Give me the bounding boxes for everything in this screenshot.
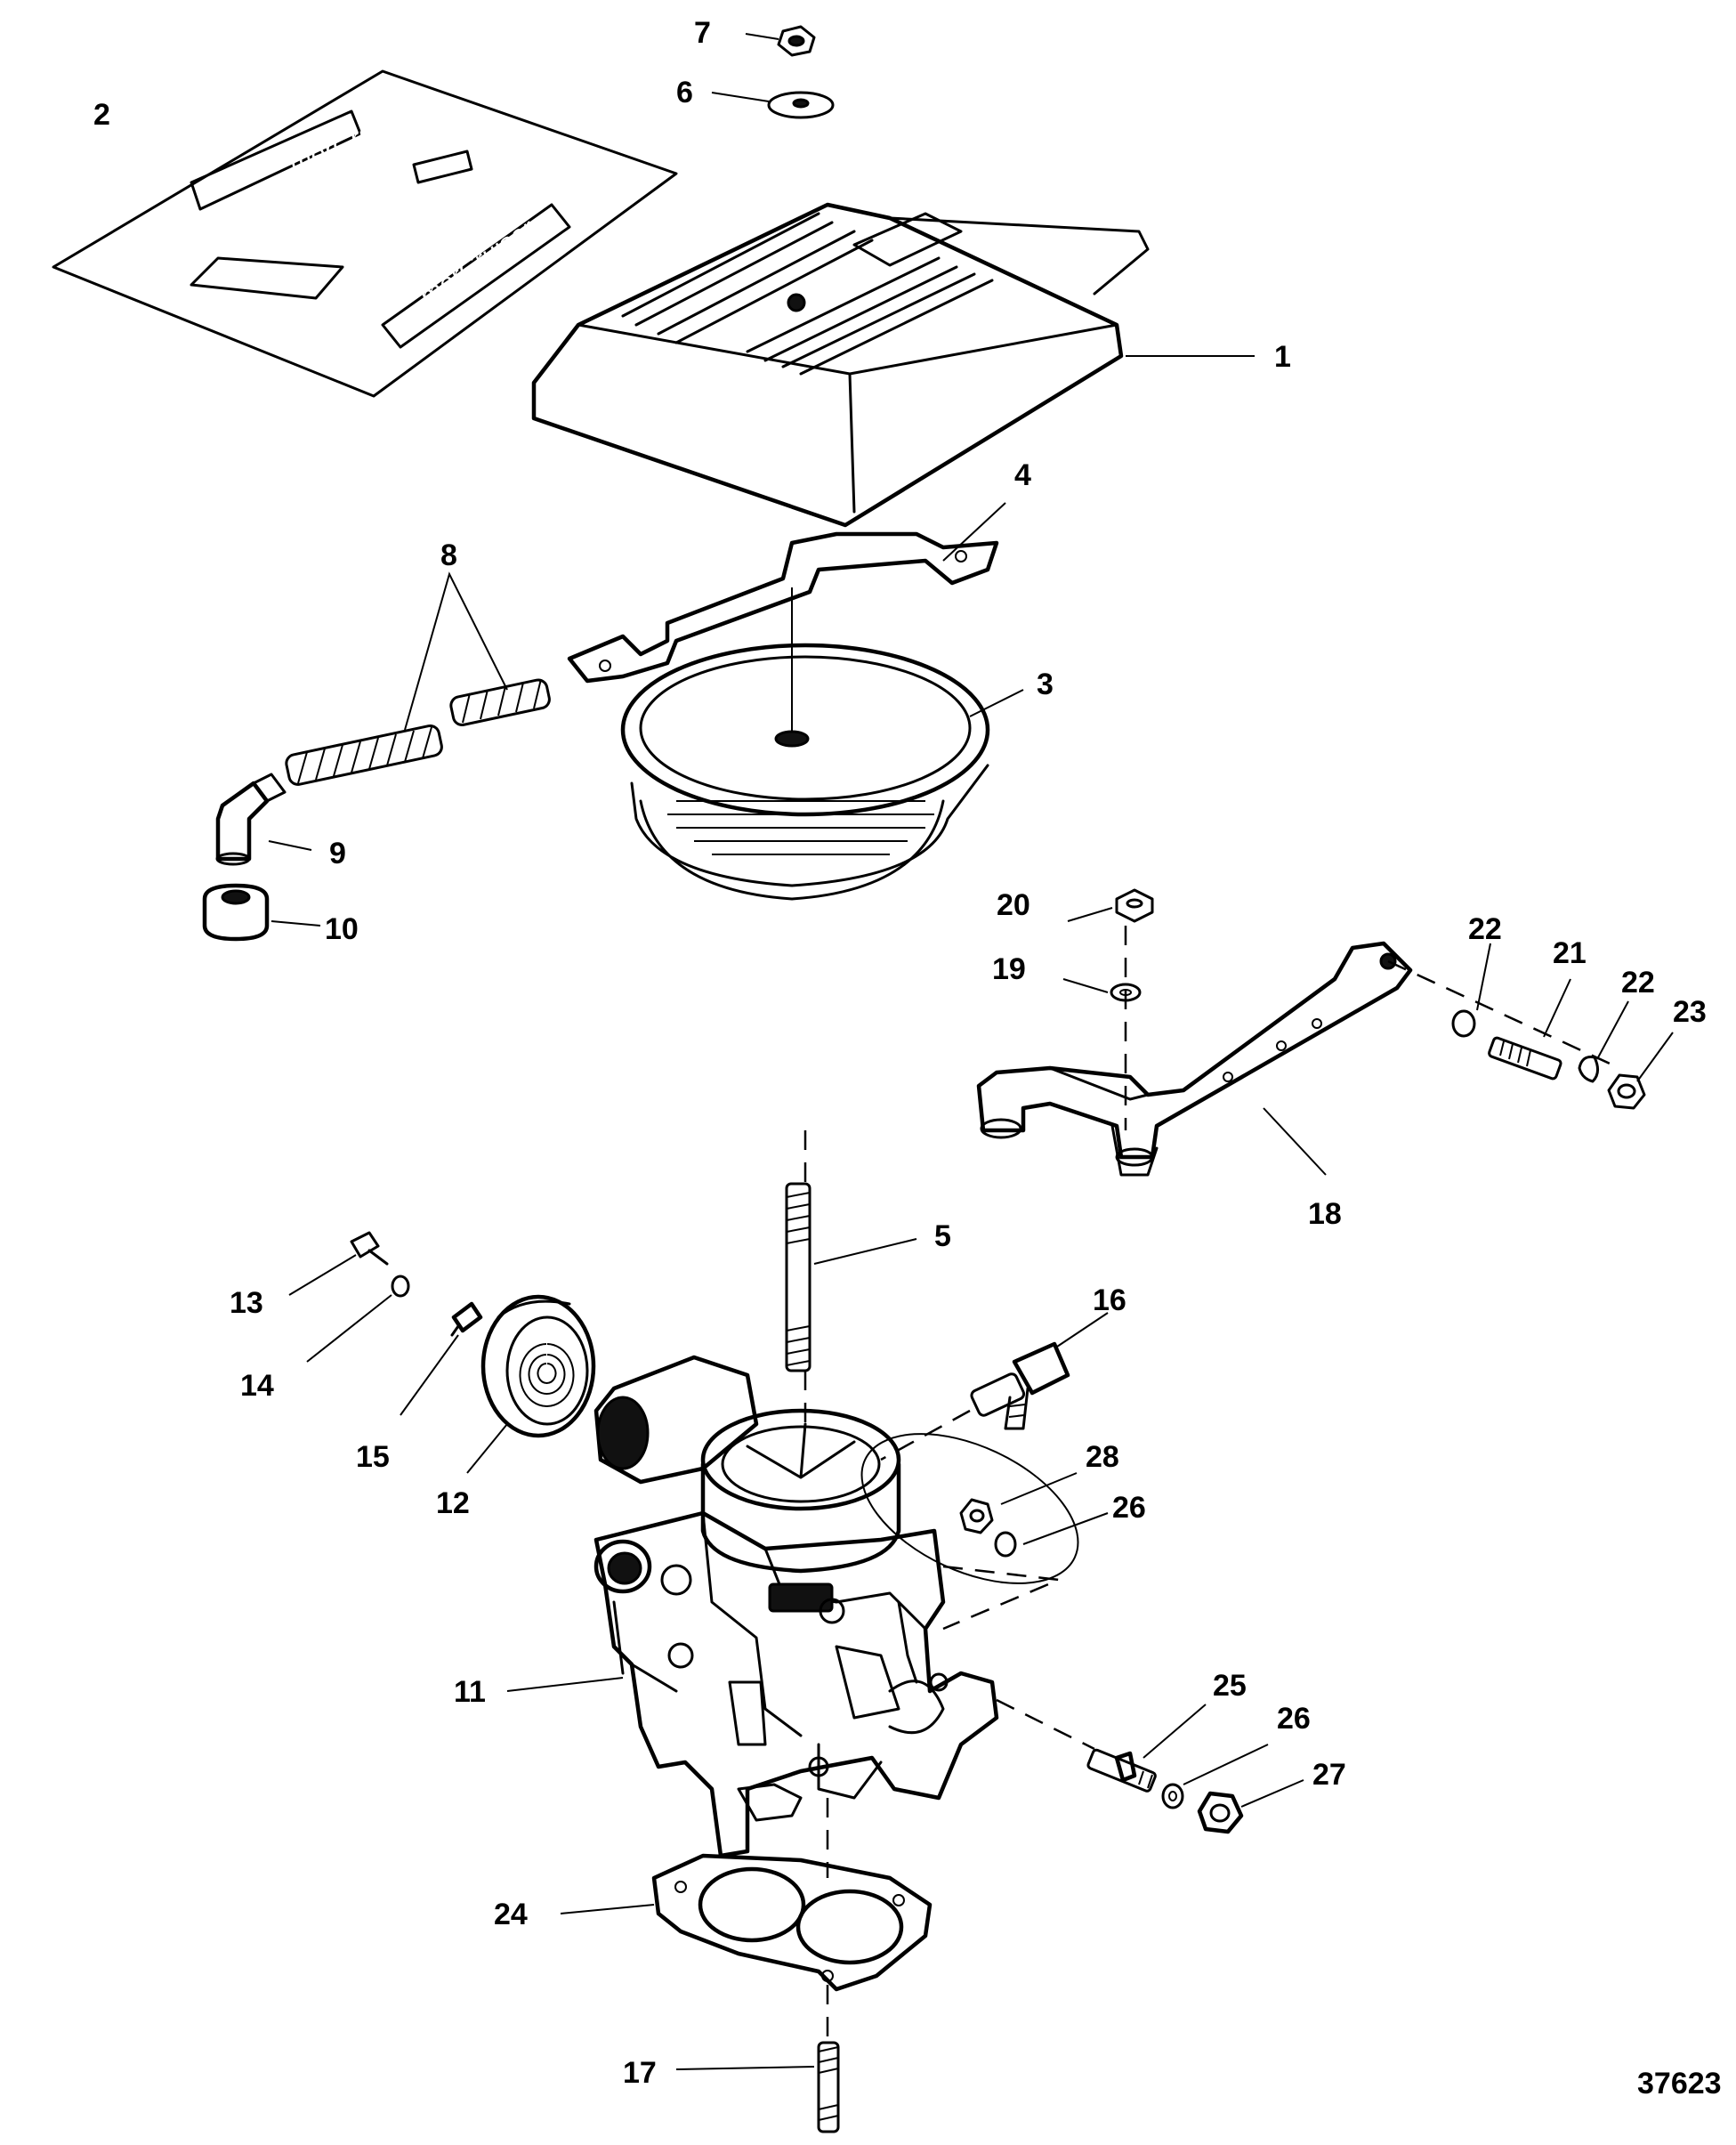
callout-3: 3 (1037, 668, 1054, 701)
callout-28: 28 (1086, 1440, 1119, 1474)
leader-11 (506, 1677, 624, 1692)
bracket-part-4 (567, 531, 999, 684)
leader-4 (942, 502, 1006, 562)
callout-23: 23 (1673, 995, 1707, 1029)
clip-part-15 (450, 1301, 483, 1337)
washer-part-22-lower (1578, 1056, 1599, 1083)
callout-13: 13 (230, 1286, 263, 1320)
callout-15: 15 (356, 1440, 390, 1474)
leader-27 (1240, 1779, 1304, 1808)
elbow-fitting-part-9 (215, 773, 287, 866)
callout-9: 9 (329, 837, 346, 870)
callout-1: 1 (1274, 340, 1291, 374)
leader-25 (1143, 1704, 1207, 1759)
bracket-part-18 (976, 941, 1413, 1177)
callout-26a: 26 (1112, 1491, 1146, 1525)
callout-10: 10 (325, 912, 359, 946)
callout-22b: 22 (1621, 966, 1655, 1000)
centerline-stud-25 (996, 1698, 1095, 1751)
leader-26b (1183, 1744, 1269, 1785)
leader-19 (1062, 978, 1109, 993)
leader-21 (1543, 978, 1571, 1038)
leader-9 (268, 840, 312, 851)
callout-27: 27 (1312, 1758, 1346, 1792)
stud-part-17 (817, 2041, 840, 2133)
centerline-stud-21 (1387, 959, 1620, 1070)
nut-part-27 (1197, 1791, 1244, 1834)
leader-26a (1022, 1512, 1109, 1545)
callout-25: 25 (1213, 1669, 1247, 1703)
washer-part-6 (767, 91, 835, 119)
washer-part-22-upper (1451, 1009, 1476, 1038)
detail-oval-28-26 (860, 1433, 1079, 1584)
leader-6 (711, 92, 770, 102)
leader-8 (404, 571, 508, 731)
centerline-oval (942, 1565, 1063, 1631)
leader-7 (745, 33, 779, 40)
choke-cover-part-12 (480, 1294, 596, 1438)
nut-part-20 (1115, 888, 1154, 923)
callout-18: 18 (1308, 1197, 1342, 1231)
stud-part-25 (1086, 1748, 1157, 1793)
callout-26b: 26 (1277, 1702, 1311, 1736)
washer-part-14 (391, 1275, 410, 1298)
callout-5: 5 (934, 1219, 951, 1253)
svg-text:merCruiser: merCruiser (414, 214, 540, 312)
nut-part-23 (1607, 1073, 1646, 1110)
callout-19: 19 (992, 952, 1026, 986)
stud-part-21 (1488, 1036, 1562, 1081)
callout-6: 6 (676, 76, 693, 109)
callout-8: 8 (440, 538, 457, 572)
callout-24: 24 (494, 1898, 528, 1931)
gasket-part-24 (651, 1853, 933, 1992)
leader-15 (400, 1334, 459, 1416)
leader-22a (1476, 943, 1491, 1011)
callout-14: 14 (240, 1369, 274, 1403)
callout-7: 7 (694, 16, 711, 50)
screw-part-13 (350, 1231, 389, 1266)
callout-2: 2 (93, 98, 110, 132)
leader-28 (1000, 1472, 1078, 1505)
washer-part-26-lower (1161, 1783, 1184, 1809)
leader-3 (969, 689, 1024, 717)
stud-part-5 (785, 1182, 811, 1372)
leader-5 (813, 1238, 917, 1265)
decal-sheet-part-2: merCruiser merCruiser (52, 69, 678, 398)
callout-12: 12 (436, 1486, 470, 1520)
flame-arrestor-cover-part-1 (531, 202, 1150, 528)
leader-12 (466, 1423, 508, 1474)
nut-part-7 (777, 25, 816, 57)
leader-22b (1596, 1000, 1629, 1060)
leader-17 (675, 2066, 815, 2070)
decal-logo-lower: merCruiser (414, 214, 540, 312)
callout-20: 20 (997, 888, 1030, 922)
callout-11: 11 (454, 1675, 486, 1709)
flame-arrestor-part-3 (620, 587, 990, 901)
figure-number: 37623 (1637, 2067, 1722, 2100)
leader-23 (1636, 1032, 1674, 1082)
callout-22a: 22 (1468, 912, 1502, 946)
leader-14 (306, 1294, 392, 1363)
carburetor-part-11 (593, 1355, 999, 1858)
callout-16: 16 (1093, 1283, 1126, 1317)
leader-18 (1263, 1107, 1327, 1176)
callout-21: 21 (1553, 936, 1587, 970)
fitting-part-16 (970, 1341, 1070, 1430)
leader-24 (560, 1904, 655, 1914)
vent-hoses-part-8 (285, 678, 551, 786)
leader-10 (270, 920, 321, 927)
callout-17: 17 (623, 2056, 657, 2090)
leader-13 (288, 1254, 357, 1296)
leader-20 (1067, 907, 1113, 922)
grommet-part-10 (202, 883, 270, 942)
leader-16 (1054, 1312, 1109, 1349)
callout-4: 4 (1014, 458, 1031, 492)
centerline-fitting-16 (880, 1409, 971, 1461)
